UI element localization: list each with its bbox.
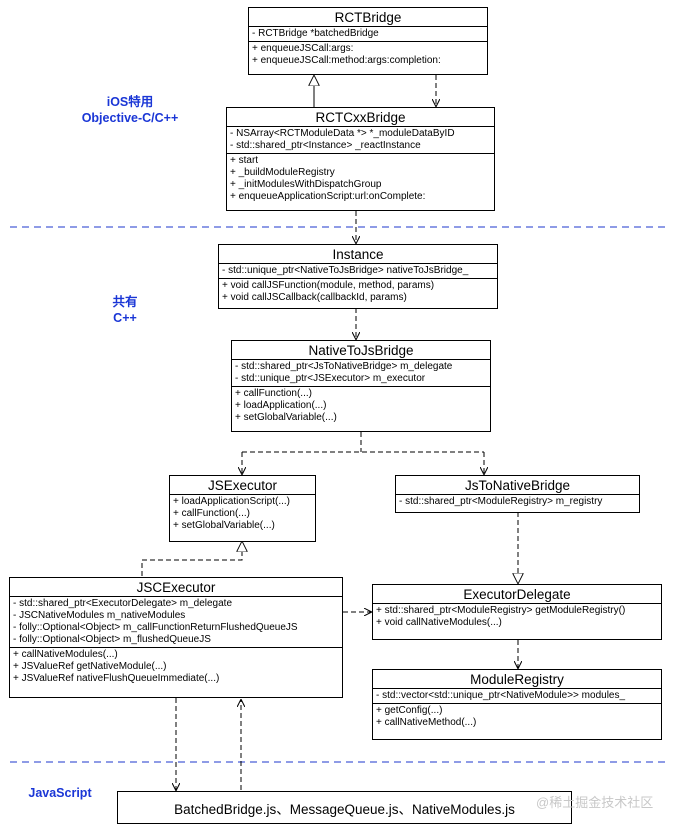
method: + callFunction(...)	[235, 388, 312, 399]
class-title: JSCExecutor	[10, 578, 342, 597]
fields-section: - std::unique_ptr<NativeToJsBridge> nati…	[219, 264, 497, 279]
fields-section: - NSArray<RCTModuleData *> *_moduleDataB…	[227, 127, 494, 154]
class-jstonativebridge: JsToNativeBridge - std::shared_ptr<Modul…	[395, 475, 640, 513]
class-rctcxxbridge: RCTCxxBridge - NSArray<RCTModuleData *> …	[226, 107, 495, 211]
zone-label-js: JavaScript	[15, 785, 105, 801]
class-title: RCTCxxBridge	[227, 108, 494, 127]
class-title: ExecutorDelegate	[373, 585, 661, 604]
method: + callNativeModules(...)	[13, 649, 118, 660]
field: - std::unique_ptr<JSExecutor> m_executor	[235, 373, 426, 384]
methods-section: + enqueueJSCall:args: + enqueueJSCall:me…	[249, 42, 487, 68]
fields-section: - std::shared_ptr<JsToNativeBridge> m_de…	[232, 360, 490, 387]
class-title: ModuleRegistry	[373, 670, 661, 689]
class-jscexecutor: JSCExecutor - std::shared_ptr<ExecutorDe…	[9, 577, 343, 698]
method: + loadApplication(...)	[235, 400, 327, 411]
methods-section: + loadApplicationScript(...) + callFunct…	[170, 495, 315, 533]
method: + setGlobalVariable(...)	[235, 412, 337, 423]
field: - RCTBridge *batchedBridge	[252, 28, 379, 39]
method: + void callNativeModules(...)	[376, 617, 502, 628]
fields-section: - RCTBridge *batchedBridge	[249, 27, 487, 42]
field: - folly::Optional<Object> m_callFunction…	[13, 622, 298, 633]
field: - std::shared_ptr<JsToNativeBridge> m_de…	[235, 361, 453, 372]
zone-label-js-line1: JavaScript	[28, 786, 92, 800]
fields-section: - std::shared_ptr<ExecutorDelegate> m_de…	[10, 597, 342, 648]
method: + callNativeMethod(...)	[376, 717, 477, 728]
edge-nativetojsbridge-split	[242, 432, 484, 453]
method: + _initModulesWithDispatchGroup	[230, 179, 382, 190]
field: - NSArray<RCTModuleData *> *_moduleDataB…	[230, 128, 455, 139]
field: - std::shared_ptr<Instance> _reactInstan…	[230, 140, 421, 151]
method: + void callJSFunction(module, method, pa…	[222, 280, 435, 291]
zone-label-shared: 共有 C++	[95, 294, 155, 326]
class-title: RCTBridge	[249, 8, 487, 27]
zone-label-shared-line1: 共有	[112, 295, 138, 309]
watermark: @稀土掘金技术社区	[536, 795, 654, 810]
methods-section: + std::shared_ptr<ModuleRegistry> getMod…	[373, 604, 661, 630]
zone-label-shared-line2: C++	[113, 311, 137, 325]
method: + setGlobalVariable(...)	[173, 520, 275, 531]
edge-jscexecutor-implements-jsexecutor	[141, 542, 242, 576]
js-files-box: BatchedBridge.js、MessageQueue.js、NativeM…	[117, 791, 572, 824]
zone-label-ios-line2: Objective-C/C++	[81, 111, 179, 125]
method: + _buildModuleRegistry	[230, 167, 335, 178]
class-moduleregistry: ModuleRegistry - std::vector<std::unique…	[372, 669, 662, 740]
field: - std::shared_ptr<ModuleRegistry> m_regi…	[399, 496, 603, 507]
method: + JSValueRef nativeFlushQueueImmediate(.…	[13, 673, 220, 684]
methods-section: + start + _buildModuleRegistry + _initMo…	[227, 154, 494, 204]
method: + enqueueApplicationScript:url:onComplet…	[230, 191, 426, 202]
fields-section: - std::vector<std::unique_ptr<NativeModu…	[373, 689, 661, 704]
class-nativetojsbridge: NativeToJsBridge - std::shared_ptr<JsToN…	[231, 340, 491, 432]
method: + enqueueJSCall:args:	[252, 43, 354, 54]
field: - std::shared_ptr<ExecutorDelegate> m_de…	[13, 598, 233, 609]
method: + callFunction(...)	[173, 508, 250, 519]
class-title: NativeToJsBridge	[232, 341, 490, 360]
class-title: JsToNativeBridge	[396, 476, 639, 495]
method: + loadApplicationScript(...)	[173, 496, 291, 507]
method: + enqueueJSCall:method:args:completion:	[252, 55, 441, 66]
fields-section: - std::shared_ptr<ModuleRegistry> m_regi…	[396, 495, 639, 509]
method: + std::shared_ptr<ModuleRegistry> getMod…	[376, 605, 626, 616]
field: - std::unique_ptr<NativeToJsBridge> nati…	[222, 265, 469, 276]
class-instance: Instance - std::unique_ptr<NativeToJsBri…	[218, 244, 498, 309]
method: + void callJSCallback(callbackId, params…	[222, 292, 407, 303]
zone-label-ios-line1: iOS特用	[106, 95, 154, 109]
zone-label-ios: iOS特用 Objective-C/C++	[60, 94, 200, 126]
field: - std::vector<std::unique_ptr<NativeModu…	[376, 690, 626, 701]
class-title: Instance	[219, 245, 497, 264]
methods-section: + void callJSFunction(module, method, pa…	[219, 279, 497, 305]
field: - JSCNativeModules m_nativeModules	[13, 610, 186, 621]
class-executordelegate: ExecutorDelegate + std::shared_ptr<Modul…	[372, 584, 662, 640]
method: + start	[230, 155, 259, 166]
class-jsexecutor: JSExecutor + loadApplicationScript(...) …	[169, 475, 316, 542]
method: + JSValueRef getNativeModule(...)	[13, 661, 167, 672]
class-title: JSExecutor	[170, 476, 315, 495]
field: - folly::Optional<Object> m_flushedQueue…	[13, 634, 211, 645]
methods-section: + callFunction(...) + loadApplication(..…	[232, 387, 490, 425]
methods-section: + getConfig(...) + callNativeMethod(...)	[373, 704, 661, 730]
methods-section: + callNativeModules(...) + JSValueRef ge…	[10, 648, 342, 686]
method: + getConfig(...)	[376, 705, 443, 716]
class-rctbridge: RCTBridge - RCTBridge *batchedBridge + e…	[248, 7, 488, 75]
